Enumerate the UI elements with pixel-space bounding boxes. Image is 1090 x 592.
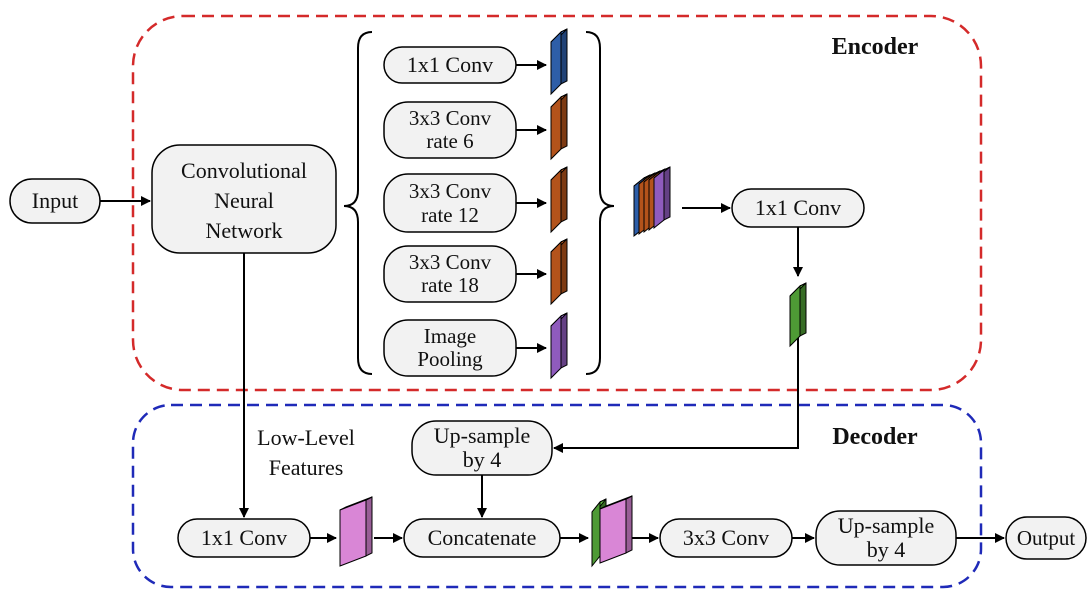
svg-text:3x3 Conv: 3x3 Conv (409, 106, 492, 130)
svg-text:by 4: by 4 (867, 537, 906, 562)
svg-text:Network: Network (206, 218, 283, 243)
svg-text:Neural: Neural (214, 188, 274, 213)
svg-text:Up-sample: Up-sample (434, 423, 531, 448)
svg-text:rate 12: rate 12 (421, 203, 479, 227)
decoder-title: Decoder (832, 424, 918, 450)
input-node: Input (9, 178, 101, 224)
aspp-feature-orange-3 (550, 238, 568, 306)
left-brace (343, 31, 373, 375)
aspp-conv3x3-rate12-node: 3x3 Conv rate 12 (383, 173, 517, 233)
aspp-conv1x1-node: 1x1 Conv (383, 46, 517, 84)
svg-text:rate 6: rate 6 (426, 129, 473, 153)
aspp-feature-orange-2 (550, 166, 568, 234)
svg-text:by 4: by 4 (463, 447, 502, 472)
svg-text:Convolutional: Convolutional (181, 158, 307, 183)
svg-text:Image: Image (424, 324, 476, 348)
svg-text:3x3 Conv: 3x3 Conv (409, 179, 492, 203)
svg-text:3x3 Conv: 3x3 Conv (683, 525, 769, 550)
aspp-feature-orange-1 (550, 93, 568, 161)
svg-text:rate 18: rate 18 (421, 273, 479, 297)
cnn-node: Convolutional Neural Network (151, 144, 337, 254)
svg-text:Pooling: Pooling (417, 347, 483, 371)
svg-text:1x1 Conv: 1x1 Conv (201, 525, 287, 550)
decoder-upsample-output-node: Up-sample by 4 (815, 510, 957, 566)
low-level-pink (339, 496, 373, 567)
aspp-conv3x3-rate6-node: 3x3 Conv rate 6 (383, 101, 517, 159)
output-node: Output (1005, 516, 1087, 560)
right-brace (585, 31, 615, 375)
arrow-green-to-upsample (553, 336, 799, 453)
svg-text:Up-sample: Up-sample (838, 513, 935, 538)
svg-text:Concatenate: Concatenate (428, 525, 537, 550)
decoder-upsample-node: Up-sample by 4 (411, 420, 553, 476)
encoder-conv1x1-node: 1x1 Conv (731, 188, 865, 228)
feature-maps (339, 28, 807, 568)
decoder-conv3x3-node: 3x3 Conv (659, 518, 793, 558)
decoder-conv1x1-node: 1x1 Conv (177, 518, 311, 558)
concat-stack-pink (599, 495, 633, 564)
aspp-feature-purple (550, 312, 568, 380)
aspp-image-pooling-node: Image Pooling (383, 319, 517, 377)
aspp-conv3x3-rate18-node: 3x3 Conv rate 18 (383, 245, 517, 303)
encoder-output-green (789, 282, 807, 348)
aspp-stack-layer-5 (653, 166, 671, 230)
svg-text:Output: Output (1017, 526, 1076, 550)
encoder-title: Encoder (832, 34, 919, 60)
low-level-features-label-line2: Features (269, 455, 344, 480)
svg-text:1x1 Conv: 1x1 Conv (407, 52, 493, 77)
svg-text:1x1 Conv: 1x1 Conv (755, 195, 841, 220)
low-level-features-label: Low-Level (257, 425, 355, 450)
concatenate-node: Concatenate (403, 518, 561, 558)
svg-text:Input: Input (32, 188, 78, 213)
aspp-feature-blue (550, 28, 568, 96)
decoder-region (131, 403, 983, 589)
svg-text:3x3 Conv: 3x3 Conv (409, 250, 492, 274)
